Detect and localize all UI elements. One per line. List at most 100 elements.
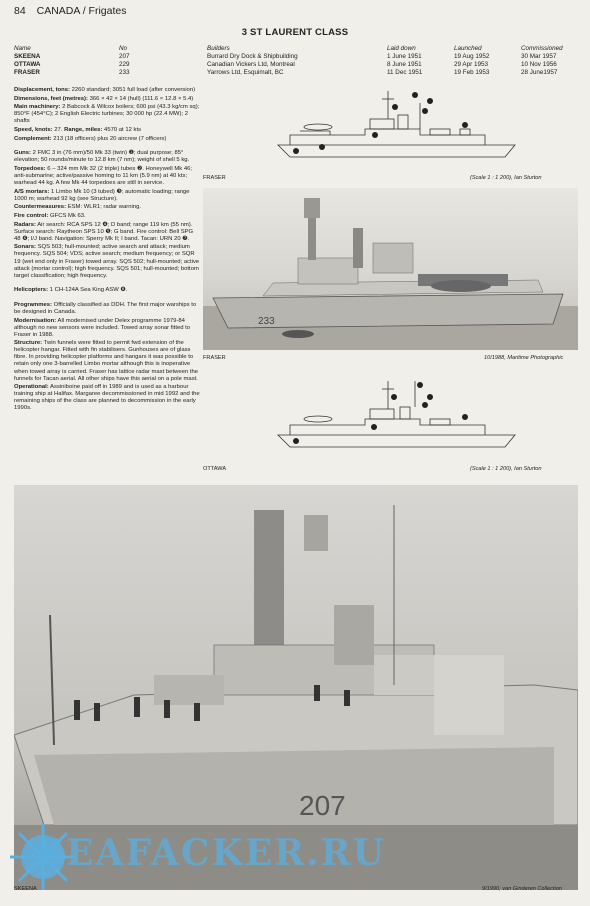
drawing1-ship-caption: FRASER	[203, 175, 226, 181]
spec-text: Twin funnels were fitted to permit fwd e…	[14, 340, 199, 382]
spec-displacement: Displacement, tons: 2260 standard; 3051 …	[14, 87, 200, 94]
table-row: SKEENA 207 Burrard Dry Dock & Shipbuildi…	[14, 53, 578, 61]
spec-text: Assiniboine paid off in 1989 and is used…	[14, 384, 200, 412]
spec-text: 2260 standard; 3051 full load (after con…	[69, 87, 196, 93]
spec-fire-control: Fire control: GFCS Mk 63.	[14, 213, 200, 220]
spec-modernisation: Modernisation: All modernised under Dele…	[14, 318, 200, 339]
skeena-photo-illustration: 207	[14, 505, 578, 890]
ships-table: Name No Builders Laid down Launched Comm…	[14, 45, 578, 77]
spec-label: Complement:	[14, 135, 52, 142]
spec-text: ESM: WLR1; radar warning.	[66, 204, 142, 211]
commissioned: 10 Nov 1956	[521, 61, 557, 68]
spec-operational: Operational: Assiniboine paid off in 198…	[14, 384, 200, 412]
column-header: Name	[14, 45, 31, 52]
watermark-text: SEAFACKER.RU	[38, 832, 386, 874]
class-title: 3 ST LAURENT CLASS	[241, 27, 349, 38]
page-number: 84	[14, 5, 26, 17]
ship-name: FRASER	[14, 69, 40, 76]
builder: Canadian Vickers Ltd, Montreal	[207, 61, 295, 68]
spec-text: Air search: RCA SPS 12 ❹; D band; range …	[14, 221, 194, 242]
drawing2-credit: (Scale 1 : 1 200), Ian Sturton	[470, 466, 542, 472]
commissioned: 30 Mar 1957	[521, 53, 557, 60]
spec-structure: Structure: Twin funnels were fitted to p…	[14, 340, 200, 382]
ship-name: OTTAWA	[14, 61, 41, 68]
spec-text: 2 Babcock & Wilcox boilers; 600 psi (43.…	[14, 104, 200, 125]
spec-label: Countermeasures:	[14, 204, 67, 211]
laid-down: 1 June 1951	[387, 53, 422, 60]
spec-text: GFCS Mk 63.	[48, 213, 86, 220]
spec-programmes: Programmes: Officially classified as DDH…	[14, 302, 200, 316]
builder: Burrard Dry Dock & Shipbuilding	[207, 53, 298, 60]
page-header: 84 CANADA / Frigates	[14, 5, 126, 17]
launched: 29 Apr 1953	[454, 61, 488, 68]
specifications: Displacement, tons: 2260 standard; 3051 …	[14, 87, 200, 414]
spec-text: 1 CH-124A Sea King ASW ❽.	[48, 287, 128, 294]
spec-helicopters: Helicopters: 1 CH-124A Sea King ASW ❽.	[14, 287, 200, 294]
commissioned: 28 June1957	[521, 69, 558, 76]
pennant-number: 233	[119, 69, 130, 76]
table-row: FRASER 233 Yarrows Ltd, Esquimalt, BC 11…	[14, 69, 578, 77]
spec-text: 6 – 324 mm Mk 32 (2 triple) tubes ❷. Hon…	[14, 165, 193, 187]
spec-machinery: Main machinery: 2 Babcock & Wilcox boile…	[14, 104, 200, 125]
ship-photo-skeena: 207	[14, 485, 578, 890]
spec-label: Main machinery:	[14, 104, 61, 111]
spec-mortars: A/S mortars: 1 Limbo Mk 10 (3 tubed) ❸; …	[14, 189, 200, 203]
spec-text: 27.	[52, 127, 65, 134]
watermark-logo-icon	[10, 824, 76, 890]
spec-torpedoes: Torpedoes: 6 – 324 mm Mk 32 (2 triple) t…	[14, 166, 200, 187]
spec-label: Operational:	[14, 384, 49, 391]
ship-photo-fraser: 233	[203, 188, 578, 350]
spec-label: Sonars:	[14, 244, 36, 251]
spec-text: All modernised under Delex programme 197…	[14, 317, 191, 338]
table-header-row: Name No Builders Laid down Launched Comm…	[14, 45, 578, 53]
spec-label: Fire control:	[14, 213, 49, 220]
spec-speed-range: Speed, knots: 27. Range, miles: 4570 at …	[14, 127, 200, 134]
pennant-number: 207	[119, 53, 130, 60]
drawing1-credit: (Scale 1 : 1 200), Ian Sturton	[470, 175, 542, 181]
column-header: Laid down	[387, 45, 416, 52]
photo1-credit: 10/1988, Maritime Photographic	[484, 355, 563, 361]
spec-text: 213 (18 officers) plus 20 aircrew (7 off…	[51, 135, 167, 142]
spec-countermeasures: Countermeasures: ESM: WLR1; radar warnin…	[14, 204, 200, 211]
launched: 19 Feb 1953	[454, 69, 490, 76]
spec-sonars: Sonars: SQS 503; hull-mounted; active se…	[14, 244, 200, 279]
builder: Yarrows Ltd, Esquimalt, BC	[207, 69, 284, 76]
launched: 19 Aug 1952	[454, 53, 490, 60]
spec-label: Range, miles:	[64, 127, 103, 134]
credit-text: (Scale 1 : 1 200), Ian Sturton	[470, 466, 542, 472]
spec-complement: Complement: 213 (18 officers) plus 20 ai…	[14, 136, 200, 143]
spec-text: SQS 503; hull-mounted; active search and…	[14, 244, 200, 279]
spec-label: Guns:	[14, 150, 32, 157]
spec-text: 4570 at 12 kts	[102, 127, 142, 134]
hull-number: 233	[258, 316, 275, 327]
photo2-credit: 9/1990, van Ginderen Collection	[482, 886, 562, 892]
table-row: OTTAWA 229 Canadian Vickers Ltd, Montrea…	[14, 61, 578, 69]
spec-dimensions: Dimensions, feet (metres): 366 × 42 × 14…	[14, 96, 200, 103]
photo2-ship-caption: SKEENA	[14, 886, 37, 892]
spec-guns: Guns: 2 FMC 3 in (76 mm)/50 Mk 33 (twin)…	[14, 150, 200, 164]
spec-text: 366 × 42 × 14 (hull) (111.6 × 12.8 × 5.4…	[87, 95, 194, 102]
photo1-ship-caption: FRASER	[203, 355, 226, 361]
spec-text: 2 FMC 3 in (76 mm)/50 Mk 33 (twin) ❶; du…	[14, 150, 190, 164]
spec-label: Modernisation:	[14, 317, 57, 324]
ship-profile-drawing-fraser	[277, 91, 516, 158]
column-header: Commissioned	[521, 45, 563, 52]
spec-label: Radars:	[14, 221, 36, 228]
ship-profile-drawing-ottawa	[277, 381, 516, 448]
spec-text: 1 Limbo Mk 10 (3 tubed) ❸; automatic loa…	[14, 188, 190, 202]
credit-text: (Scale 1 : 1 200), Ian Sturton	[470, 175, 542, 181]
spec-label: Helicopters:	[14, 287, 49, 294]
spec-label: Dimensions, feet (metres):	[14, 95, 88, 102]
column-header: No	[119, 45, 128, 52]
fraser-photo-illustration: 233	[203, 198, 578, 350]
spec-label: Structure:	[14, 340, 43, 347]
spec-label: Programmes:	[14, 301, 52, 308]
credit-text: 10/1988, Maritime Photographic	[484, 355, 564, 361]
pennant-number: 229	[119, 61, 130, 68]
spec-text: Officially classified as DDH. The first …	[14, 301, 197, 315]
laid-down: 11 Dec 1951	[387, 69, 423, 76]
spec-label: A/S mortars:	[14, 188, 50, 195]
column-header: Builders	[207, 45, 230, 52]
spec-radars: Radars: Air search: RCA SPS 12 ❹; D band…	[14, 222, 200, 243]
drawing2-ship-caption: OTTAWA	[203, 466, 227, 472]
